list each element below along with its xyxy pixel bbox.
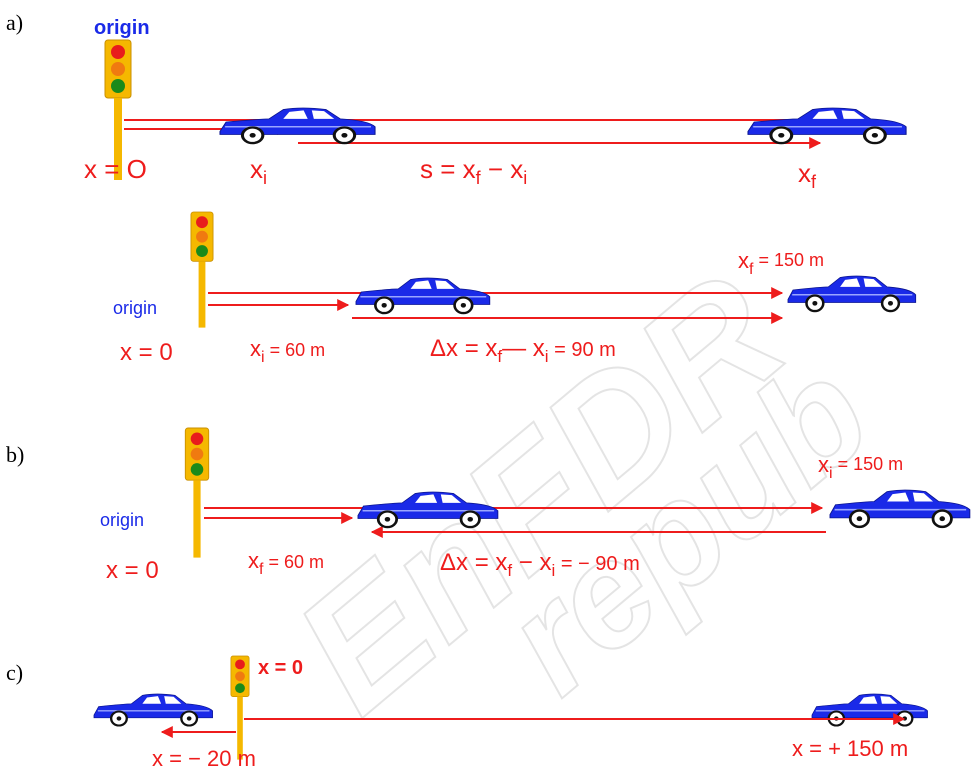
xi-value-label: xi = 60 m (250, 336, 325, 366)
x-zero-label: x = O (84, 154, 147, 184)
panel-a1: a) origin x = O xi s = xf − xi xf (6, 10, 908, 192)
panel-a2: origin xf = 150 m x = 0 xi = 60 m Δx = x… (113, 211, 917, 366)
origin-label: origin (113, 298, 157, 318)
x-zero-label: x = 0 (106, 557, 159, 584)
traffic-light-icon (190, 211, 214, 328)
xf-label: xf (798, 158, 817, 192)
xf-value-label: xf = 150 m (738, 248, 824, 278)
xi-label: xi (250, 154, 267, 188)
xi-value-label: xi = 150 m (818, 452, 903, 482)
traffic-light-icon (230, 655, 250, 760)
watermark: EnFDR repub (261, 238, 901, 750)
car-icon (92, 692, 214, 727)
positive-position-label: x = + 150 m (792, 736, 908, 761)
car-icon (746, 106, 908, 145)
displacement-formula: Δx = xf— xi = 90 m (430, 335, 616, 366)
panel-b: b) origin xi = 150 m x = 0 xf = 60 m Δx … (6, 427, 972, 584)
displacement-formula: Δx = xf − xi = − 90 m (440, 549, 640, 580)
traffic-light-icon (184, 427, 210, 558)
panel-c: c) x = 0 x = − 20 m x = + 150 m (6, 655, 929, 771)
car-icon (354, 276, 492, 315)
section-label-b: b) (6, 442, 24, 467)
traffic-light-icon (104, 39, 132, 180)
xf-value-label: xf = 60 m (248, 548, 324, 578)
displacement-formula: s = xf − xi (420, 154, 527, 188)
origin-label: origin (94, 17, 150, 39)
section-label-c: c) (6, 660, 23, 685)
x-zero-label: x = 0 (120, 339, 173, 366)
origin-label: origin (100, 510, 144, 530)
car-icon (218, 106, 377, 145)
car-icon (786, 274, 917, 313)
section-label-a: a) (6, 10, 23, 35)
negative-position-label: x = − 20 m (152, 746, 256, 771)
car-icon (810, 692, 929, 727)
x-zero-label: x = 0 (258, 657, 303, 679)
